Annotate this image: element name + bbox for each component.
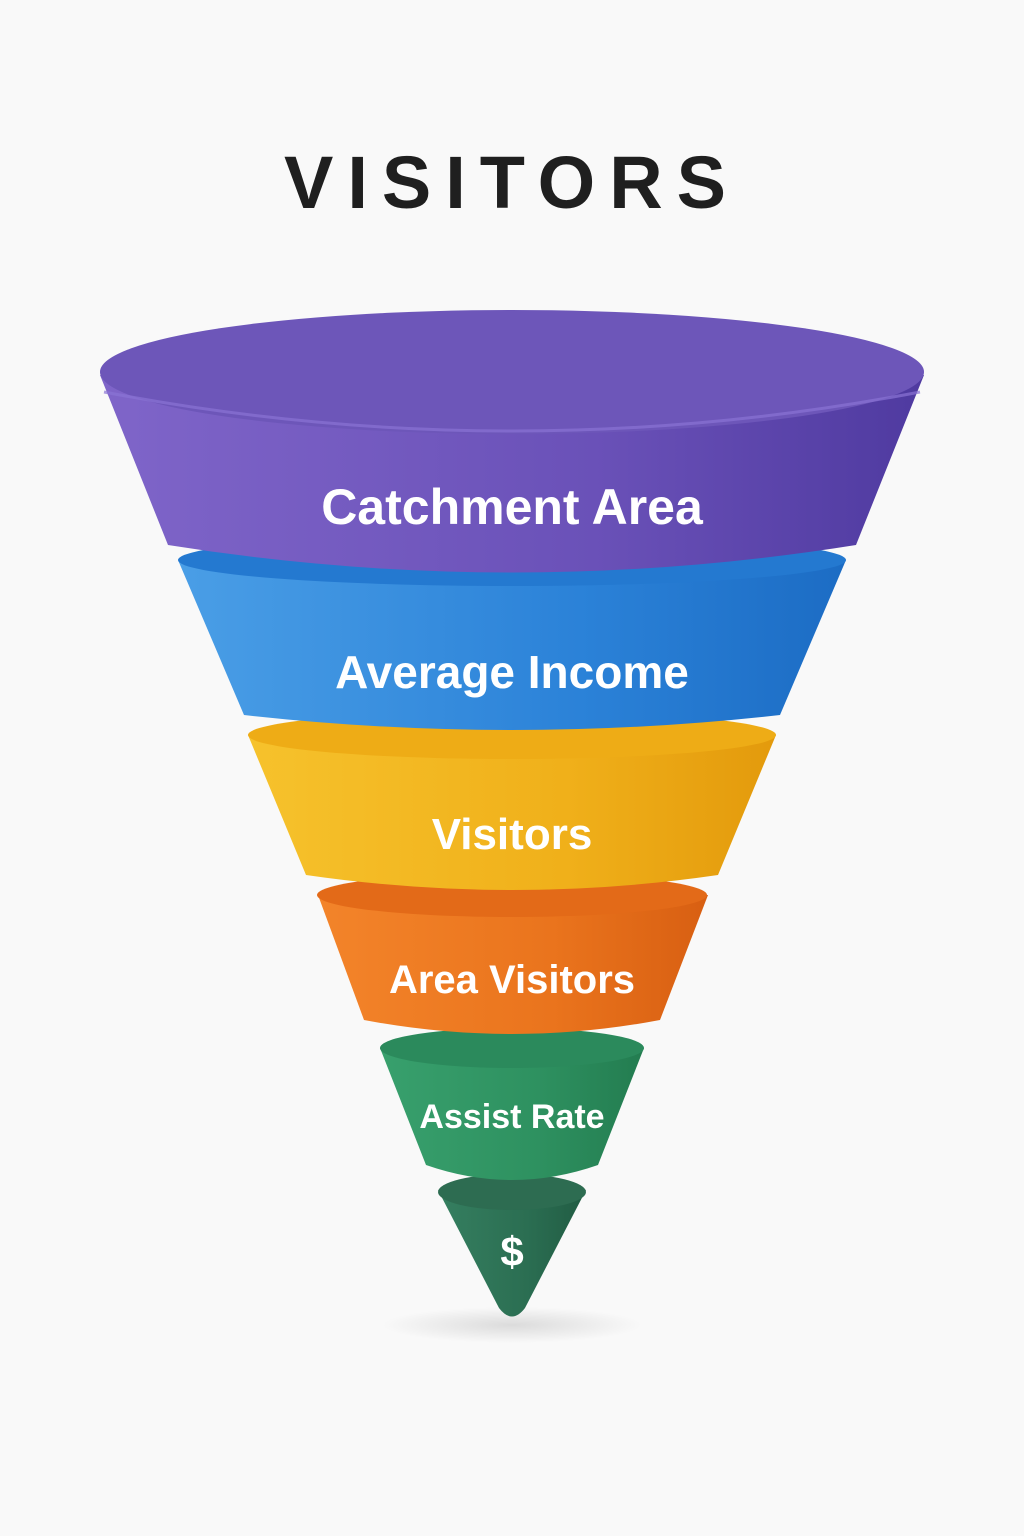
stage-label-assist-rate: Assist Rate [419,1098,605,1136]
funnel-stage-area-visitors [317,873,708,1034]
funnel-stage-dollar [438,1174,586,1317]
stage-label-visitors: Visitors [431,810,593,859]
drop-shadow [382,1307,642,1343]
funnel-stage-visitors [248,711,776,890]
stage-label-average-income: Average Income [335,646,689,698]
funnel-stage-catchment-area [100,310,924,573]
diagram-title: VISITORS [283,141,741,224]
dollar-icon: $ [500,1228,524,1275]
stage-label-catchment-area: Catchment Area [321,479,703,535]
funnel-stage-assist-rate [380,1028,644,1180]
stage-label-area-visitors: Area Visitors [388,958,636,1002]
